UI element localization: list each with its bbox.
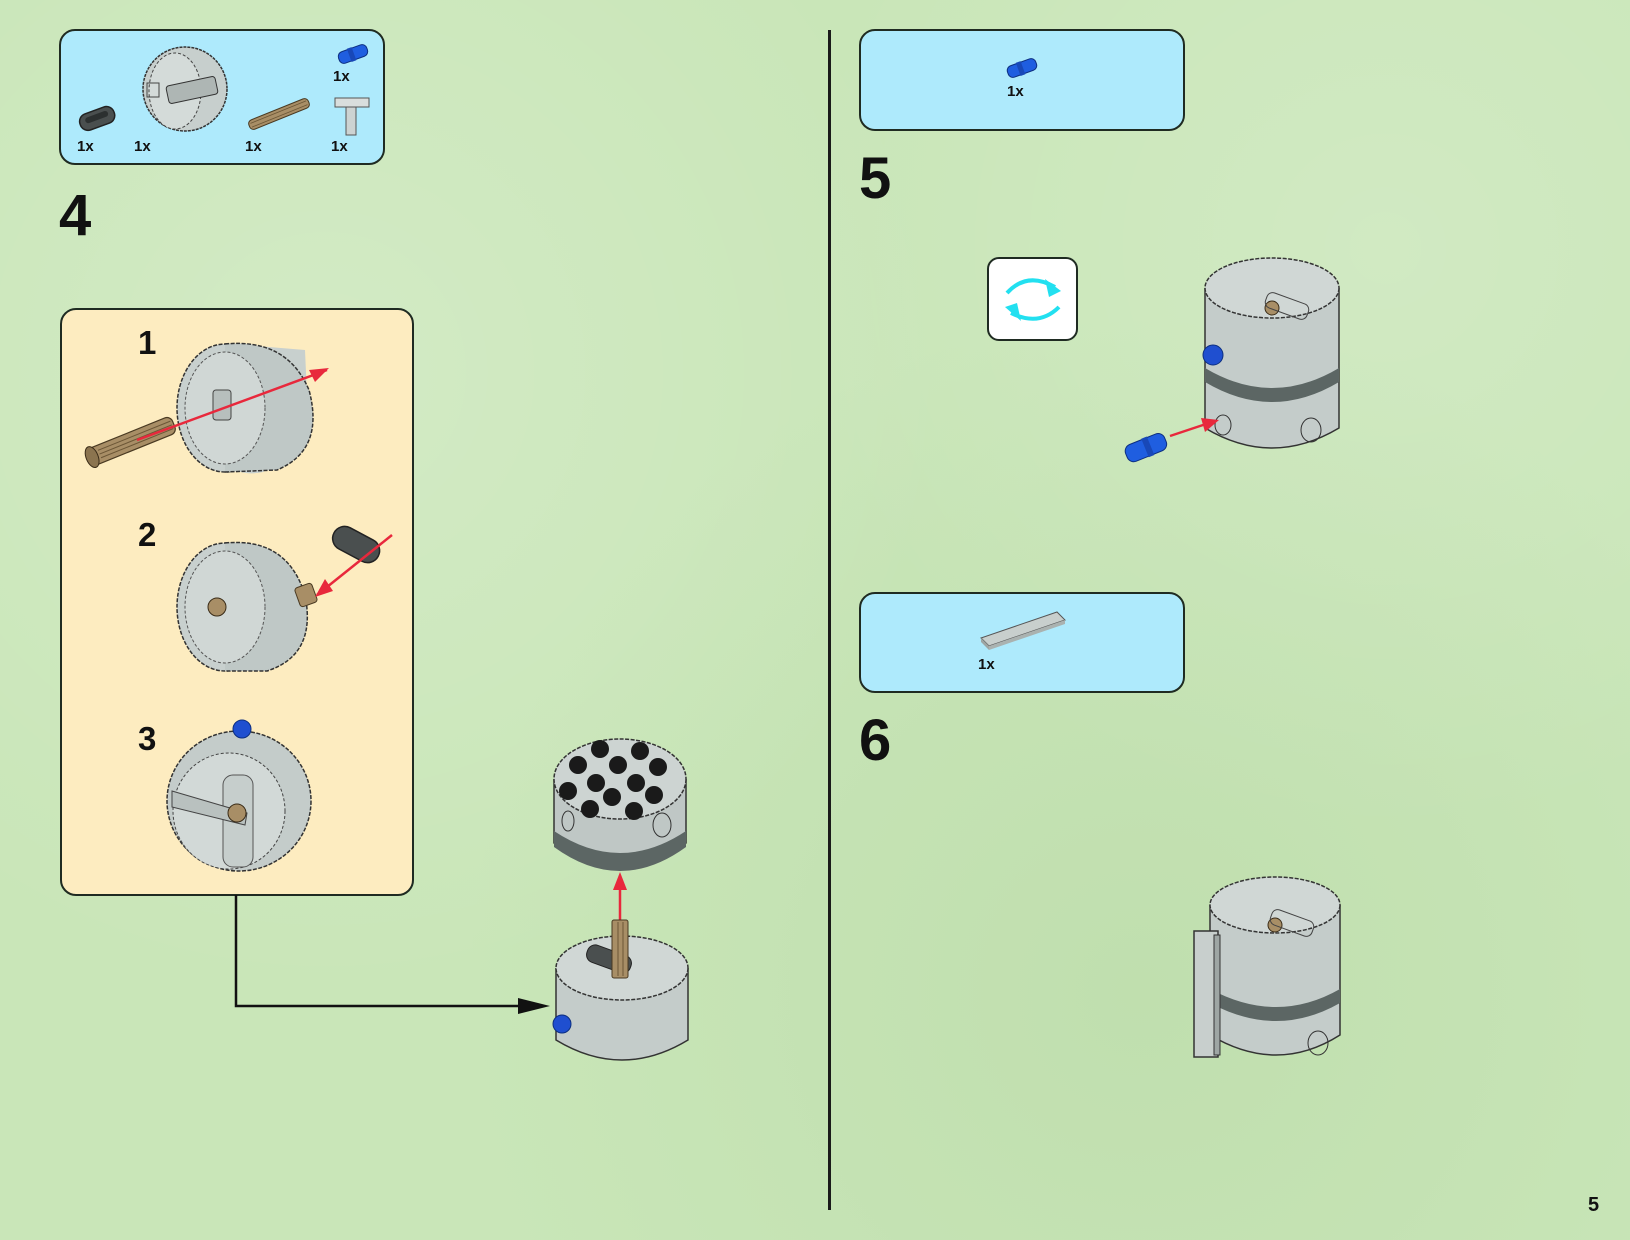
step-number: 5	[859, 146, 892, 211]
part-qty: 1x	[331, 138, 348, 155]
rotate-model-callout	[987, 257, 1078, 341]
light-gray-lever-part	[334, 97, 370, 136]
substep-panel: 1 2 3	[60, 308, 414, 896]
dark-gray-connector-part	[78, 105, 116, 132]
step-number: 6	[859, 708, 892, 773]
step-4-parts-list: 1x 1x 1x 1x 1x	[59, 29, 385, 165]
part-qty: 1x	[978, 656, 995, 673]
step-5-assembly	[1124, 257, 1340, 463]
page-divider	[828, 30, 831, 1210]
rotate-model-icon	[1005, 278, 1061, 321]
part-qty: 1x	[77, 138, 94, 155]
callout-connector-arrow	[234, 895, 550, 1014]
substep-number: 3	[138, 720, 157, 757]
part-qty: 1x	[1007, 83, 1024, 100]
step-4-top-assembly	[553, 738, 687, 871]
step-6-parts-list: 1x	[859, 592, 1185, 693]
blue-pin-part	[337, 44, 369, 64]
substep-2-illustration	[176, 525, 393, 672]
part-qty: 1x	[134, 138, 151, 155]
part-qty: 1x	[245, 138, 262, 155]
step-5-parts-list: 1x	[859, 29, 1185, 131]
part-qty: 1x	[333, 68, 350, 85]
substep-1-illustration	[84, 342, 329, 474]
page-number: 5	[1588, 1194, 1600, 1216]
step-6-assembly	[1193, 876, 1341, 1058]
tan-axle-part	[248, 98, 310, 130]
step-4-bottom-assembly	[552, 919, 689, 1061]
light-gray-drum-part	[142, 46, 228, 132]
substep-3-illustration	[166, 719, 312, 872]
substep-number: 2	[138, 516, 157, 553]
step-number: 4	[59, 183, 92, 248]
gray-tile-part	[980, 611, 1066, 650]
blue-pin-part	[1006, 58, 1038, 78]
substep-number: 1	[138, 324, 157, 361]
